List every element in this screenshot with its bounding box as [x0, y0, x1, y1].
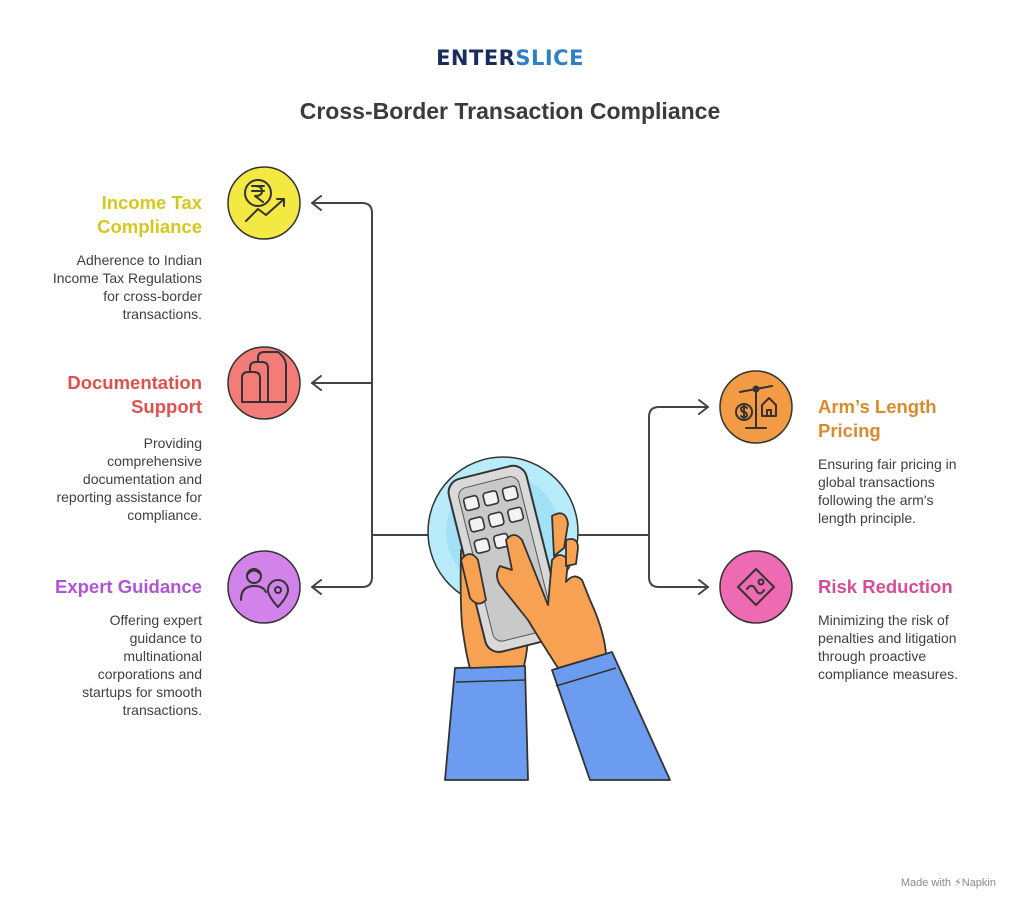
arms-length-description: Ensuring fair pricing in global transact…	[818, 455, 957, 527]
connector-expert	[311, 534, 373, 588]
risk-reduction-icon-circle	[719, 550, 793, 624]
risk-reduction-description: Minimizing the risk of penalties and lit…	[818, 611, 958, 683]
income-tax-description: Adherence to Indian Income Tax Regulatio…	[53, 251, 202, 323]
desc-line: penalties and litigation	[818, 630, 957, 646]
logo-part-enter: ENTER	[436, 46, 516, 70]
risk-reduction-heading-line1: Risk Reduction	[818, 576, 953, 597]
arms-length-icon-circle	[719, 370, 793, 444]
desc-line: Providing	[143, 435, 202, 451]
documentation-heading-line1: Documentation	[67, 372, 202, 393]
warning-sign-icon	[737, 568, 775, 606]
arms-length-heading-line2: Pricing	[818, 420, 881, 441]
made-with-label: Made with	[900, 877, 951, 889]
expert-guidance-description: Offering expert guidance to multinationa…	[82, 611, 202, 719]
desc-line: through proactive	[818, 648, 927, 664]
made-with-napkin-footer[interactable]: Made with ⚡Napkin	[901, 876, 996, 889]
desc-line: multinational	[123, 648, 202, 664]
documentation-heading: Documentation Support	[67, 371, 202, 419]
income-tax-icon-circle	[227, 166, 301, 240]
desc-line: comprehensive	[107, 453, 202, 469]
desc-line: global transactions	[818, 474, 935, 490]
arms-length-heading: Arm’s Length Pricing	[818, 395, 937, 443]
page-title: Cross-Border Transaction Compliance	[299, 98, 721, 124]
documentation-heading-line2: Support	[131, 396, 202, 417]
arms-length-heading-line1: Arm’s Length	[818, 396, 937, 417]
logo-part-slice: SLICE	[515, 46, 584, 70]
napkin-brand: Napkin	[961, 877, 996, 889]
documentation-description: Providing comprehensive documentation an…	[56, 434, 202, 524]
desc-line: compliance measures.	[818, 666, 959, 682]
income-tax-heading-line2: Compliance	[97, 216, 202, 237]
desc-line: transactions.	[122, 306, 202, 322]
desc-line: length principle.	[818, 510, 917, 526]
napkin-icon: ⚡	[954, 877, 962, 889]
expert-guidance-heading-line1: Expert Guidance	[54, 576, 202, 597]
balance-scale-icon	[735, 385, 777, 429]
desc-line: following the arm's	[818, 492, 934, 508]
connector-arms-length	[576, 406, 709, 536]
desc-line: Offering expert	[109, 612, 202, 628]
desc-line: Ensuring fair pricing in	[818, 456, 957, 472]
connector-risk	[648, 534, 709, 588]
desc-line: documentation and	[82, 471, 202, 487]
desc-line: Income Tax Regulations	[52, 270, 202, 286]
expert-location-icon	[240, 568, 289, 608]
expert-guidance-icon-circle	[227, 550, 301, 624]
rupee-growth-icon	[244, 179, 285, 222]
desc-line: for cross-border	[103, 288, 202, 304]
risk-reduction-heading: Risk Reduction	[818, 575, 953, 599]
income-tax-heading: Income Tax Compliance	[97, 191, 202, 239]
desc-line: Adherence to Indian	[76, 252, 202, 268]
income-tax-heading-line1: Income Tax	[101, 192, 202, 213]
desc-line: compliance.	[127, 507, 202, 523]
calculator-hands-illustration	[427, 456, 671, 781]
desc-line: corporations and	[97, 666, 202, 682]
desc-line: reporting assistance for	[56, 489, 202, 505]
desc-line: transactions.	[122, 702, 202, 718]
documentation-icon-circle	[227, 346, 301, 420]
desc-line: Minimizing the risk of	[818, 612, 949, 628]
desc-line: guidance to	[129, 630, 202, 646]
connector-lines	[311, 195, 709, 595]
expert-guidance-heading: Expert Guidance	[55, 575, 202, 599]
documents-icon	[241, 351, 287, 403]
enterslice-logo: ENTERSLICE	[0, 46, 1020, 70]
desc-line: startups for smooth	[82, 684, 202, 700]
connector-income-tax	[311, 202, 431, 536]
